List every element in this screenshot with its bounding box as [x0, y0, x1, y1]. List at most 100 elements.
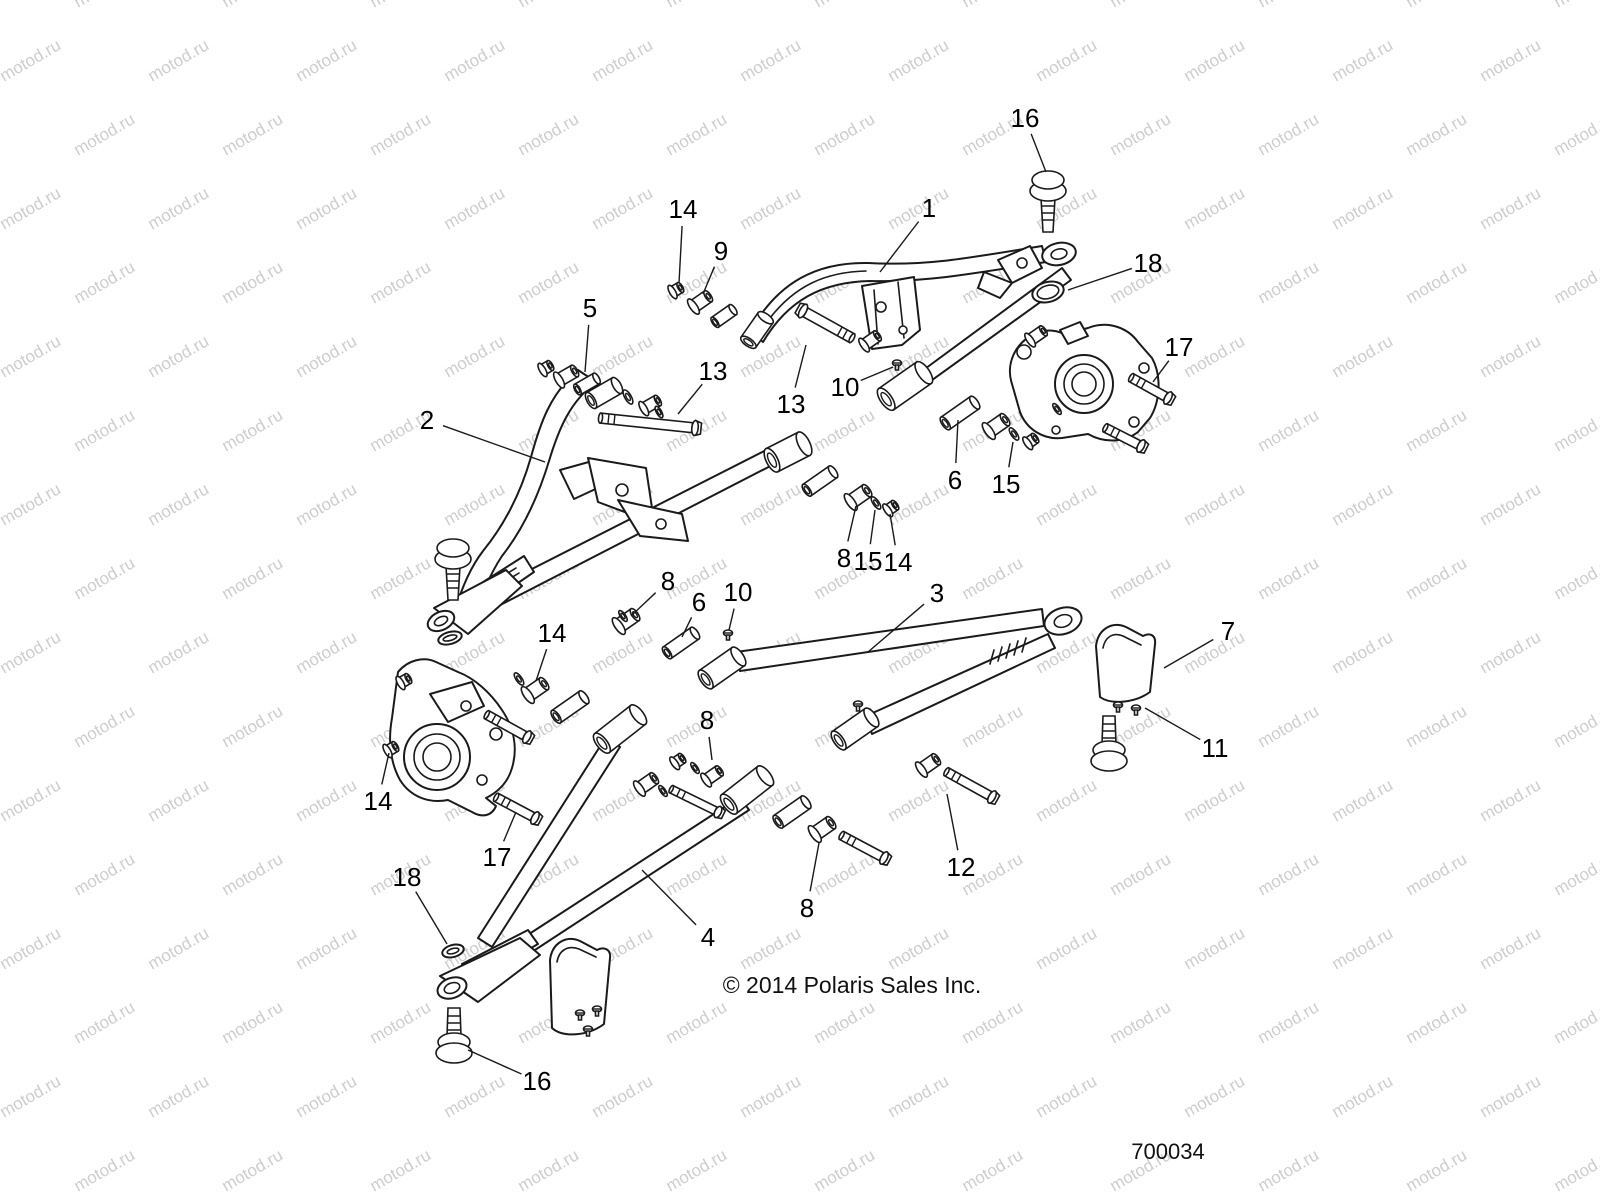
spacer-sleeve: [697, 646, 747, 690]
watermark-text: motod.ru: [1107, 849, 1175, 899]
watermark-text: motod.ru: [0, 331, 64, 381]
callout-leader: [728, 608, 735, 631]
callout-number: 8: [700, 705, 714, 735]
callout-number: 18: [393, 862, 422, 892]
watermark-text: motod.ru: [1107, 553, 1175, 603]
callout-number: 6: [692, 587, 706, 617]
callout-leader: [1152, 360, 1170, 383]
watermark-text: motod.ru: [663, 997, 731, 1047]
watermark-text: motod.ru: [663, 109, 731, 159]
watermark-text: motod.ru: [367, 553, 435, 603]
callout-number: 2: [420, 405, 434, 435]
callout-leader: [677, 383, 703, 415]
washer: [654, 405, 664, 419]
watermark-text: motod.ru: [1033, 775, 1101, 825]
callout-leader: [535, 648, 548, 682]
watermark-text: motod.ru: [1551, 109, 1600, 159]
callout-leader: [847, 505, 857, 542]
watermark-text: motod.ru: [1255, 553, 1323, 603]
flange-nut: [1021, 432, 1040, 451]
watermark-text: motod.ru: [1403, 553, 1471, 603]
spacer-sleeve: [584, 376, 624, 410]
watermark-text: motod.ru: [515, 1145, 583, 1195]
watermark-text: motod.ru: [1033, 479, 1101, 529]
bolt: [943, 766, 1001, 806]
callout-number: 7: [1221, 616, 1235, 646]
bolt: [838, 830, 893, 867]
watermark-text: motod.ru: [885, 35, 953, 85]
callout-leader: [946, 793, 959, 851]
watermark-text: motod.ru: [1551, 849, 1600, 899]
callout-leader: [867, 603, 925, 653]
watermark-text: motod.ru: [145, 923, 213, 973]
watermark-text: motod.ru: [1477, 627, 1545, 677]
callout-number: 10: [831, 372, 860, 402]
watermark-text: motod.ru: [145, 183, 213, 233]
washer: [1008, 427, 1020, 441]
washer: [617, 609, 629, 623]
screw: [852, 700, 864, 712]
watermark-text: motod.ru: [1033, 35, 1101, 85]
callout-leader: [869, 509, 876, 545]
spacer-sleeve: [661, 626, 701, 660]
screw: [1130, 704, 1142, 716]
watermark-text: motod.ru: [1551, 553, 1600, 603]
bushing: [914, 752, 942, 779]
watermark-text: motod.ru: [293, 479, 361, 529]
washer: [1051, 402, 1063, 416]
screw: [722, 629, 734, 641]
watermark-text: motod.ru: [441, 35, 509, 85]
watermark-text: motod.ru: [1403, 1145, 1471, 1195]
watermark-text: motod.ru: [1181, 1071, 1249, 1121]
watermark-text: motod.ru: [145, 775, 213, 825]
callout-number: 8: [837, 543, 851, 573]
callout-number: 4: [701, 922, 715, 952]
watermark-text: motod.ru: [737, 1071, 805, 1121]
watermark-text: motod.ru: [71, 849, 139, 899]
watermark-text: motod.ru: [1403, 0, 1471, 11]
watermark-text: motod.ru: [71, 257, 139, 307]
screw: [574, 1009, 586, 1021]
watermark-text: motod.ru: [811, 405, 879, 455]
watermark-text: motod.ru: [1181, 775, 1249, 825]
callout-number: 13: [777, 389, 806, 419]
watermark-text: motod.ru: [737, 35, 805, 85]
bushing: [632, 771, 660, 798]
watermark-text: motod.ru: [367, 1145, 435, 1195]
watermark-text: motod.ru: [293, 923, 361, 973]
watermark-text: motod.ru: [441, 1071, 509, 1121]
watermark-text: motod.ru: [293, 1071, 361, 1121]
watermark-text: motod.ru: [219, 109, 287, 159]
watermark-text: motod.ru: [0, 183, 64, 233]
watermark-text: motod.ru: [1551, 405, 1600, 455]
washer: [622, 389, 634, 405]
watermark-text: motod.ru: [0, 1071, 64, 1121]
right-steering-knuckle: [1008, 321, 1160, 442]
watermark-text: motod.ru: [1403, 849, 1471, 899]
washer: [689, 761, 701, 775]
watermark-text: motod.ru: [885, 923, 953, 973]
watermark-text: motod.ru: [1477, 923, 1545, 973]
watermark-text: motod.ru: [737, 183, 805, 233]
callout-number: 17: [1165, 332, 1194, 362]
bushing: [807, 815, 837, 844]
bushing: [1023, 324, 1049, 348]
watermark-text: motod.ru: [71, 997, 139, 1047]
callout-leader: [630, 592, 657, 617]
bushing: [843, 483, 873, 512]
watermark-text: motod.ru: [959, 1145, 1027, 1195]
callout-leader: [641, 869, 697, 926]
watermark-text: motod.ru: [1329, 1071, 1397, 1121]
spacer-sleeve: [710, 303, 738, 329]
watermark-text: motod.ru: [1181, 35, 1249, 85]
watermark-text: motod.ru: [663, 0, 731, 11]
watermark-text: motod.ru: [441, 183, 509, 233]
watermark-text: motod.ru: [0, 775, 64, 825]
flange-nut: [881, 499, 900, 518]
flange-nut: [667, 281, 685, 300]
watermark-text: motod.ru: [885, 183, 953, 233]
callout-number: 15: [992, 469, 1021, 499]
callout-leader: [879, 221, 920, 273]
